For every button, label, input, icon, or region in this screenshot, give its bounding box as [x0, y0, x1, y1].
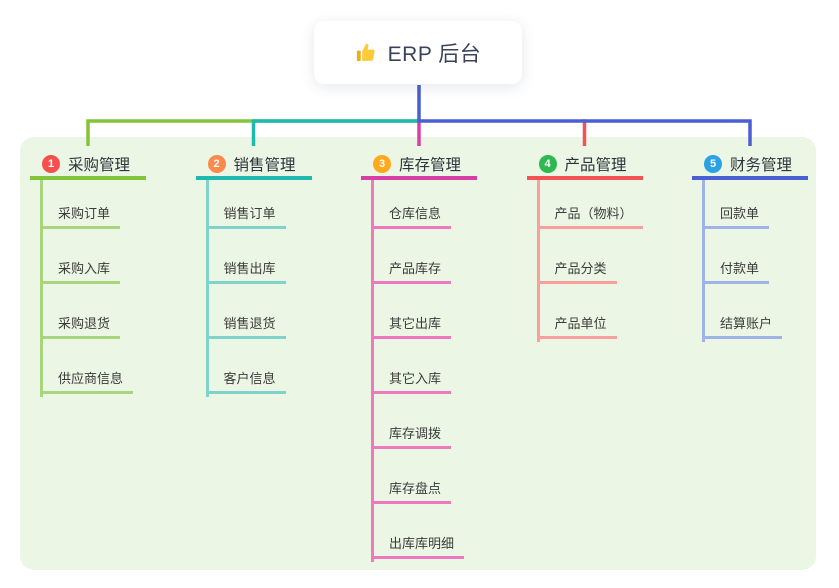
child-topic[interactable]: 采购退货	[40, 313, 121, 339]
child-topic[interactable]: 采购订单	[40, 203, 121, 229]
branch-child-connector	[371, 180, 374, 562]
branch-topic[interactable]: 4 产品管理	[526, 152, 643, 180]
child-topic[interactable]: 库存调拨	[371, 423, 452, 449]
child-topic[interactable]: 库存盘点	[371, 478, 452, 504]
branch-topic[interactable]: 3 库存管理	[361, 152, 477, 180]
branch-column: 3 库存管理仓库信息产品库存其它出库其它入库库存调拨库存盘点出库库明细	[361, 152, 477, 562]
branch-label: 采购管理	[68, 157, 131, 174]
branch-label: 销售管理	[233, 157, 296, 174]
topic-number-badge: 4	[538, 155, 557, 173]
topic-number-badge: 2	[207, 155, 226, 173]
topic-number-badge: 1	[42, 155, 60, 173]
branch-column: 2 销售管理销售订单销售出库销售退货客户信息	[195, 152, 312, 397]
child-topic[interactable]: 产品库存	[371, 258, 452, 284]
child-topic[interactable]: 付款单	[702, 258, 770, 284]
child-topic[interactable]: 销售出库	[205, 258, 286, 284]
branch-topic[interactable]: 1 采购管理	[30, 152, 146, 180]
branch-label: 库存管理	[399, 157, 462, 174]
root-node[interactable]: ERP 后台	[314, 21, 522, 84]
branch-column: 1 采购管理采购订单采购入库采购退货供应商信息	[30, 152, 146, 397]
child-topic[interactable]: 出库库明细	[371, 533, 465, 559]
branch-child-connector	[702, 180, 705, 342]
branch-child-connector	[205, 180, 209, 397]
root-title: ERP 后台	[387, 42, 482, 66]
branch-topic[interactable]: 5 财务管理	[692, 152, 808, 180]
child-topic[interactable]: 回款单	[702, 203, 770, 229]
child-topic[interactable]: 销售订单	[205, 203, 286, 229]
topic-number-badge: 5	[704, 155, 722, 173]
branch-label: 产品管理	[564, 157, 627, 174]
branch-label: 财务管理	[730, 157, 793, 174]
branch-child-connector	[40, 180, 43, 397]
child-topic[interactable]: 产品分类	[536, 258, 617, 284]
branch-topic[interactable]: 2 销售管理	[195, 152, 312, 180]
topic-number-badge: 3	[373, 155, 391, 173]
child-topic[interactable]: 采购入库	[40, 258, 121, 284]
branch-child-connector	[536, 180, 540, 342]
child-topic[interactable]: 客户信息	[205, 368, 286, 394]
branches-panel	[20, 137, 816, 570]
branch-column: 5 财务管理回款单付款单结算账户	[692, 152, 808, 342]
child-topic[interactable]: 结算账户	[702, 313, 783, 339]
branch-column: 4 产品管理产品（物料） 产品分类产品单位	[526, 152, 643, 342]
thumbs-up-icon	[355, 41, 378, 64]
child-topic[interactable]: 其它出库	[371, 313, 452, 339]
child-topic[interactable]: 产品（物料）	[536, 203, 643, 229]
child-topic[interactable]: 其它入库	[371, 368, 452, 394]
child-topic[interactable]: 供应商信息	[40, 368, 134, 394]
child-topic[interactable]: 仓库信息	[371, 203, 452, 229]
child-topic[interactable]: 销售退货	[205, 313, 286, 339]
child-topic[interactable]: 产品单位	[536, 313, 617, 339]
